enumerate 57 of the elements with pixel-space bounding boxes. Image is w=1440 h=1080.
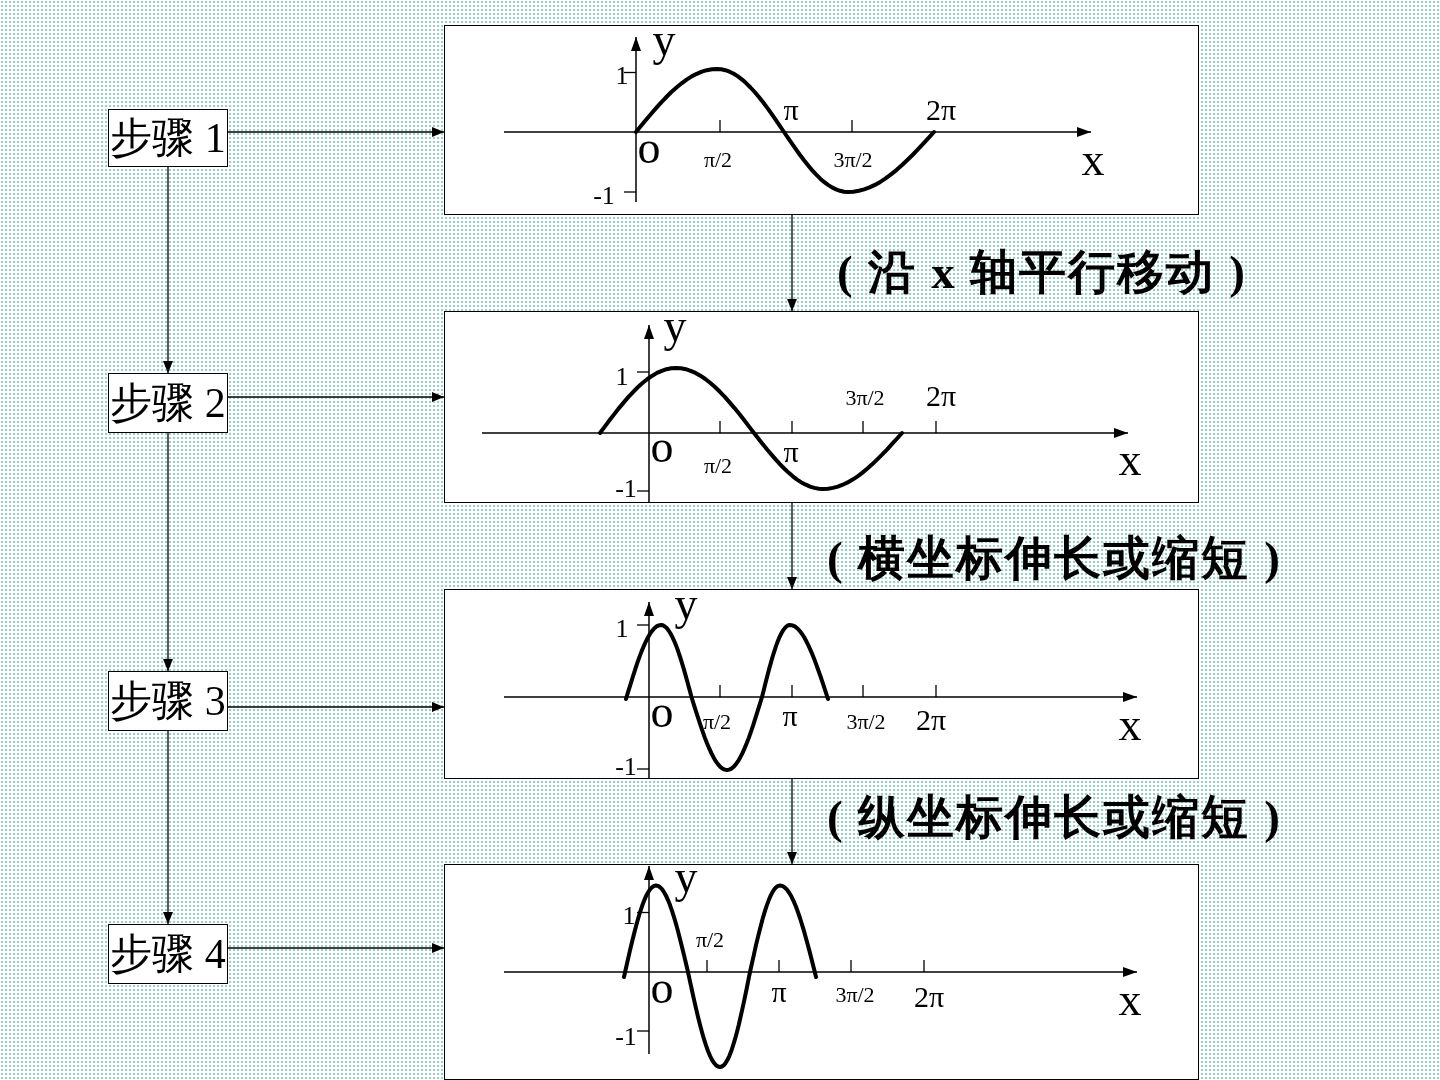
tick-label: π	[783, 95, 799, 125]
axis-label: x	[1118, 977, 1142, 1023]
tick-label: 3π/2	[835, 984, 875, 1006]
tick-label: 2π	[925, 381, 957, 411]
process-box: 步骤 3	[108, 671, 228, 731]
axis-label: x	[1118, 702, 1142, 748]
process-box: 步骤 2	[108, 373, 228, 433]
arrow	[787, 214, 797, 312]
process-box: 步骤 4	[108, 924, 228, 984]
axis-label: x	[1118, 437, 1142, 483]
tick-label: 2π	[913, 982, 945, 1012]
tick-label: π/2	[703, 455, 733, 477]
edge-label: ( 纵坐标伸长或缩短 )	[827, 793, 1282, 841]
origin-label: o	[650, 689, 674, 735]
axis-label: y	[674, 854, 698, 900]
axis-label: y	[652, 17, 676, 63]
origin-label: o	[650, 424, 674, 470]
arrow	[163, 432, 173, 672]
arrow	[163, 166, 173, 374]
graph-panel	[444, 864, 1199, 1080]
tick-label: -1	[615, 476, 637, 502]
tick-label: 3π/2	[846, 711, 886, 733]
arrow	[227, 392, 445, 402]
tick-label: π/2	[703, 149, 733, 171]
tick-label: π	[782, 701, 798, 731]
tick-label: π	[771, 977, 787, 1007]
axis-label: y	[663, 303, 687, 349]
arrow	[227, 943, 445, 953]
graph-panel	[444, 589, 1199, 779]
edge-label: ( 沿 x 轴平行移动 )	[837, 248, 1247, 296]
tick-label: -1	[593, 183, 615, 209]
tick-label: π/2	[695, 929, 725, 951]
tick-label: 3π/2	[833, 149, 873, 171]
tick-label: 1	[615, 616, 629, 642]
arrow	[163, 730, 173, 925]
tick-label: -1	[615, 1024, 637, 1050]
axis-label: y	[674, 581, 698, 627]
origin-label: o	[650, 965, 674, 1011]
axis-label: x	[1081, 137, 1105, 183]
graph-panel	[444, 25, 1199, 215]
arrow	[227, 702, 445, 712]
tick-label: 3π/2	[845, 387, 885, 409]
tick-label: 1	[622, 903, 636, 929]
graph-panel	[444, 311, 1199, 503]
tick-label: -1	[615, 754, 637, 780]
tick-label: π/2	[702, 711, 732, 733]
tick-label: 2π	[925, 95, 957, 125]
arrow	[227, 127, 445, 137]
tick-label: π	[783, 437, 799, 467]
tick-label: 1	[615, 364, 629, 390]
arrow	[787, 502, 797, 590]
origin-label: o	[637, 125, 661, 171]
process-box: 步骤 1	[108, 109, 228, 167]
edge-label: ( 横坐标伸长或缩短 )	[827, 534, 1282, 582]
tick-label: 1	[615, 63, 629, 89]
tick-label: 2π	[915, 705, 947, 735]
arrow	[787, 778, 797, 865]
